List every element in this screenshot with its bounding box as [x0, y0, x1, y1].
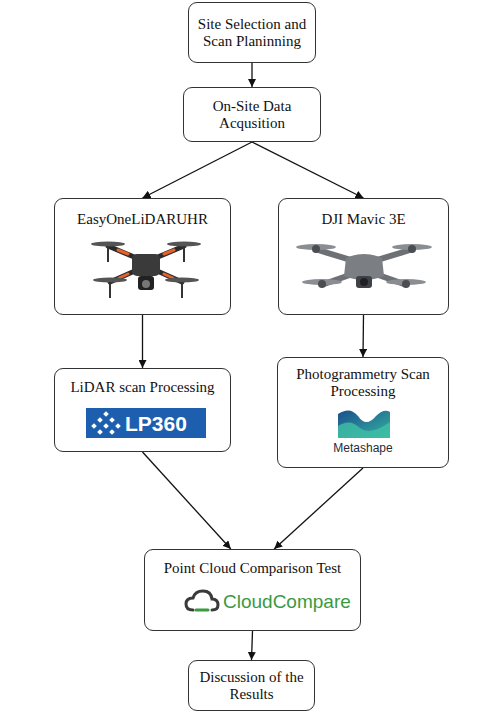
photogrammetry-box: Photogrammetry Scan ProcessingMetashape [277, 357, 449, 468]
flow-arrow [252, 142, 364, 198]
photo-drone-box: DJI Mavic 3E [278, 198, 449, 315]
node-label: EasyOneLiDARUHR [59, 211, 226, 228]
metashape-logo-icon [336, 406, 392, 440]
node-label: On-Site Data Acqusition [188, 98, 316, 132]
planning-box: Site Selection and Scan Planinning [188, 2, 316, 63]
logo-text: Metashape [278, 441, 448, 455]
comparison-box: Point Cloud Comparison TestCloudCompare [144, 549, 361, 631]
node-label: Site Selection and Scan Planinning [193, 16, 311, 50]
node-label: Discussion of the Results [193, 669, 310, 703]
discussion-box: Discussion of the Results [188, 660, 315, 711]
flow-arrow [143, 452, 231, 549]
acquisition-box: On-Site Data Acqusition [183, 87, 321, 142]
node-label: DJI Mavic 3E [283, 211, 444, 228]
cloudcompare-logo-icon [184, 588, 220, 614]
lidar-processing-box: LiDAR scan ProcessingLP360 [54, 368, 231, 452]
node-label: LiDAR scan Processing [59, 379, 226, 396]
lidar-drone-illustration [88, 232, 204, 306]
flow-arrow [142, 315, 143, 368]
flow-arrow [143, 142, 253, 198]
mavic-drone-illustration [294, 230, 434, 304]
logo-text: LP360 [125, 412, 187, 436]
flow-arrow [362, 315, 364, 357]
node-label: Point Cloud Comparison Test [149, 560, 356, 577]
node-label: Photogrammetry Scan Processing [282, 366, 444, 400]
flow-arrow [274, 468, 363, 549]
lidar-drone-box: EasyOneLiDARUHR [54, 198, 231, 315]
logo-text: CloudCompare [223, 591, 351, 613]
flow-arrow [252, 631, 253, 660]
flow-arrow [251, 63, 252, 87]
